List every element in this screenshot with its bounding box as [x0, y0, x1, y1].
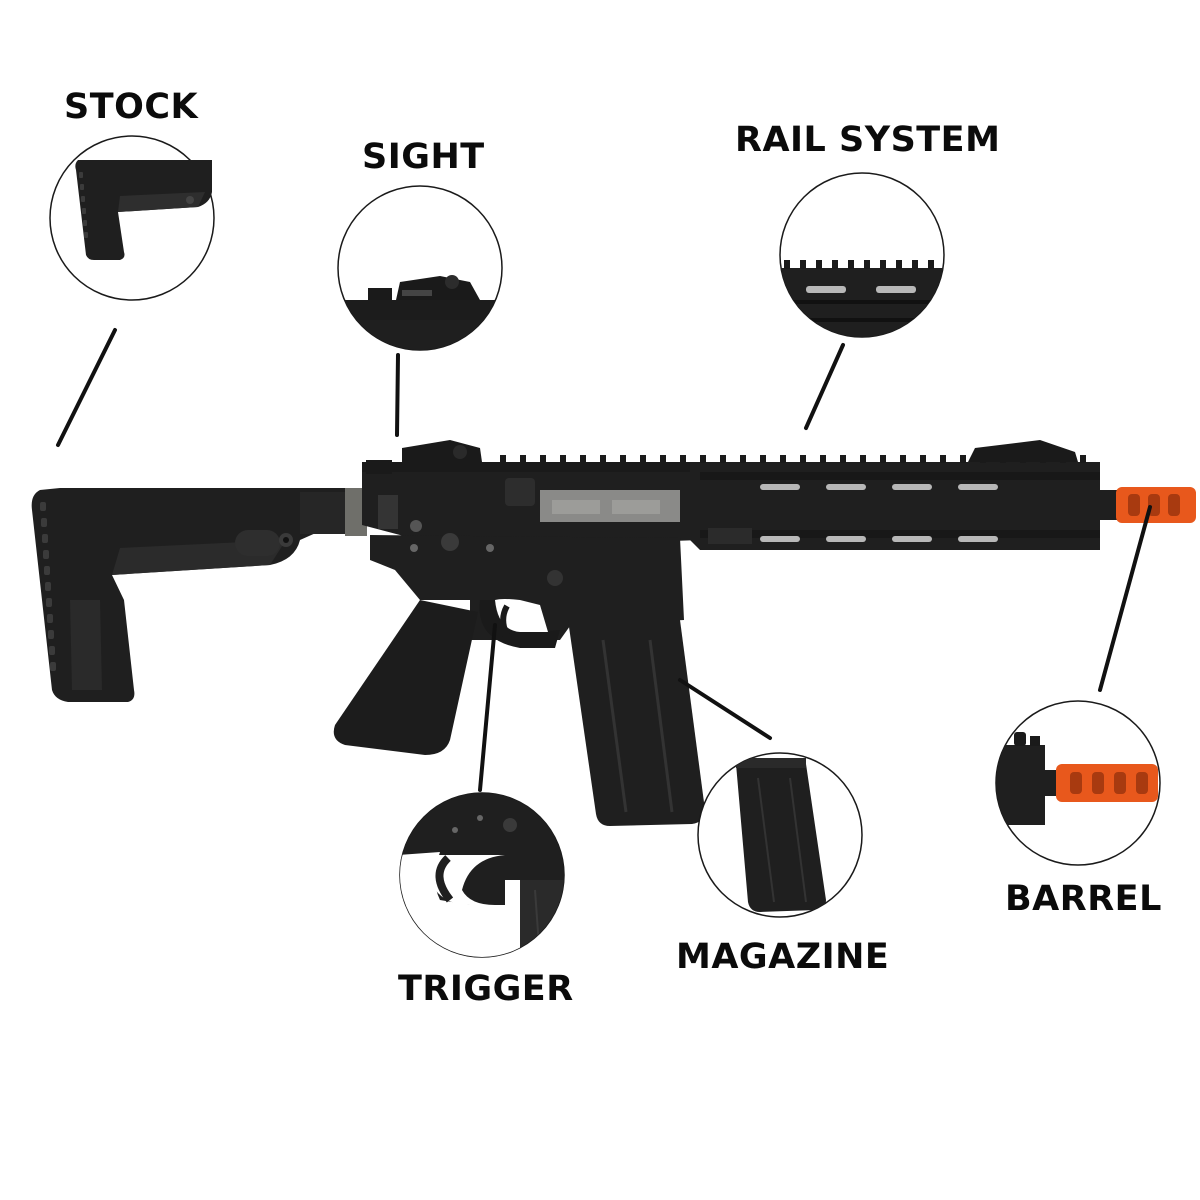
rail-system-detail-circle — [779, 172, 945, 338]
stock-detail-circle — [49, 135, 215, 301]
magazine-label: MAGAZINE — [676, 937, 890, 977]
rail-system-label: RAIL SYSTEM — [735, 120, 1001, 160]
sight-label: SIGHT — [362, 137, 485, 177]
handguard — [500, 455, 1100, 550]
rifle — [31, 440, 1196, 826]
trigger-detail-circle — [399, 792, 565, 958]
muzzle-brake — [1116, 487, 1196, 523]
stock-label: STOCK — [64, 87, 199, 127]
trigger-assembly — [479, 599, 560, 648]
lower-receiver — [370, 533, 684, 640]
barrel-detail-circle — [995, 700, 1161, 866]
magazine-detail-circle — [697, 752, 863, 918]
stock-callout-line — [56, 328, 117, 447]
barrel-stub — [1100, 490, 1118, 520]
front-sight — [968, 440, 1078, 462]
rifle-magazine — [568, 620, 705, 826]
barrel-label: BARREL — [1005, 879, 1162, 919]
sight-callout-line — [395, 353, 400, 437]
trigger-label: TRIGGER — [398, 969, 574, 1009]
trigger-callout-line — [478, 623, 497, 792]
magazine-callout-line — [678, 678, 772, 740]
rear-sight — [366, 440, 482, 474]
barrel-callout-line — [1098, 505, 1152, 692]
rail-system-callout-line — [804, 343, 845, 430]
upper-receiver — [362, 470, 700, 545]
callout-lines — [56, 328, 1152, 792]
pistol-grip — [333, 600, 478, 755]
rifle-stock — [31, 488, 346, 702]
sight-detail-circle — [337, 185, 503, 351]
